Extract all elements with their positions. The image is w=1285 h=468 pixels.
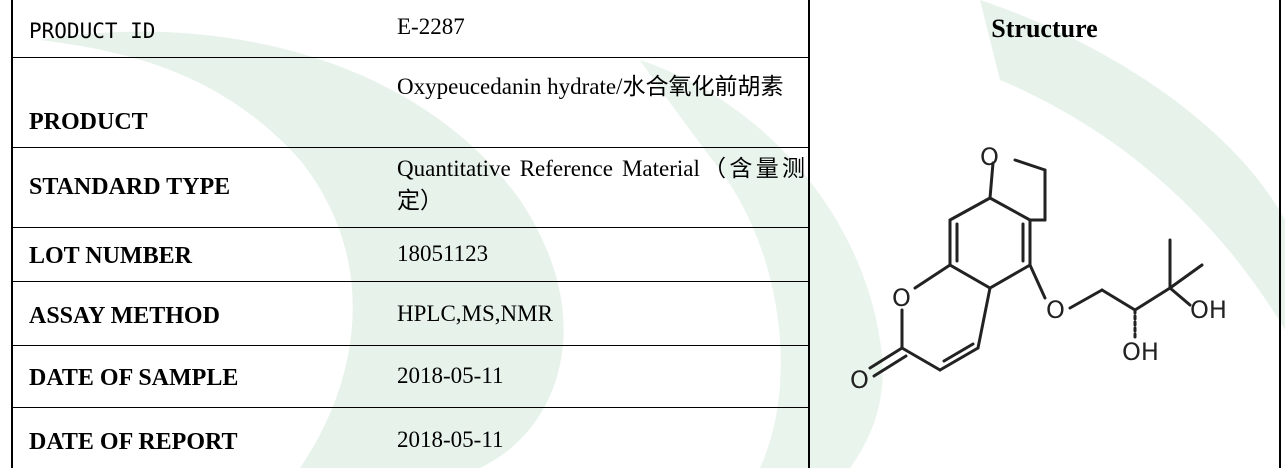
chemical-structure-diagram: O O O O OH OH [850,143,1227,394]
certificate-sheet: PRODUCT ID E-2287 PRODUCT Oxypeucedanin … [11,0,1281,468]
structure-atom-labels: O O O O OH OH [850,143,1227,394]
atom-o-ring: O [892,284,911,312]
value-date-of-sample: 2018-05-11 [397,363,504,388]
value-lot-number: 18051123 [397,241,489,266]
label-date-of-sample: DATE OF SAMPLE [29,365,239,391]
row-assay-method: ASSAY METHOD HPLC,MS,NMR [13,282,810,346]
product-info-table: PRODUCT ID E-2287 PRODUCT Oxypeucedanin … [11,0,810,468]
row-lot-number: LOT NUMBER 18051123 [13,228,810,282]
row-date-of-report: DATE OF REPORT 2018-05-11 [13,408,810,468]
label-date-of-report: DATE OF REPORT [29,429,238,455]
atom-o-ether: O [1046,296,1065,324]
structure-panel: Structure [808,0,1281,468]
atom-oh-tertiary: OH [1190,296,1227,324]
structure-title: Structure [991,14,1098,43]
value-assay-method: HPLC,MS,NMR [397,301,553,326]
atom-o-furan: O [980,143,999,171]
row-date-of-sample: DATE OF SAMPLE 2018-05-11 [13,346,810,408]
row-product: PRODUCT Oxypeucedanin hydrate/水合氧化前胡素 [13,58,810,148]
row-standard-type: STANDARD TYPE Quantitative Reference Mat… [13,148,810,228]
label-standard-type: STANDARD TYPE [29,174,231,200]
label-product: PRODUCT [29,109,148,135]
row-product-id: PRODUCT ID E-2287 [13,0,810,58]
structure-bonds [868,158,1204,378]
label-assay-method: ASSAY METHOD [29,303,220,329]
atom-o-carbonyl: O [850,366,869,394]
value-date-of-report: 2018-05-11 [397,427,504,452]
value-product-id: E-2287 [397,14,465,39]
value-standard-type: Quantitative Reference Material（含量测定） [397,156,805,213]
label-lot-number: LOT NUMBER [29,243,192,269]
value-product: Oxypeucedanin hydrate/水合氧化前胡素 [397,74,784,99]
label-product-id: PRODUCT ID [29,19,156,43]
atom-oh-secondary: OH [1122,338,1159,366]
